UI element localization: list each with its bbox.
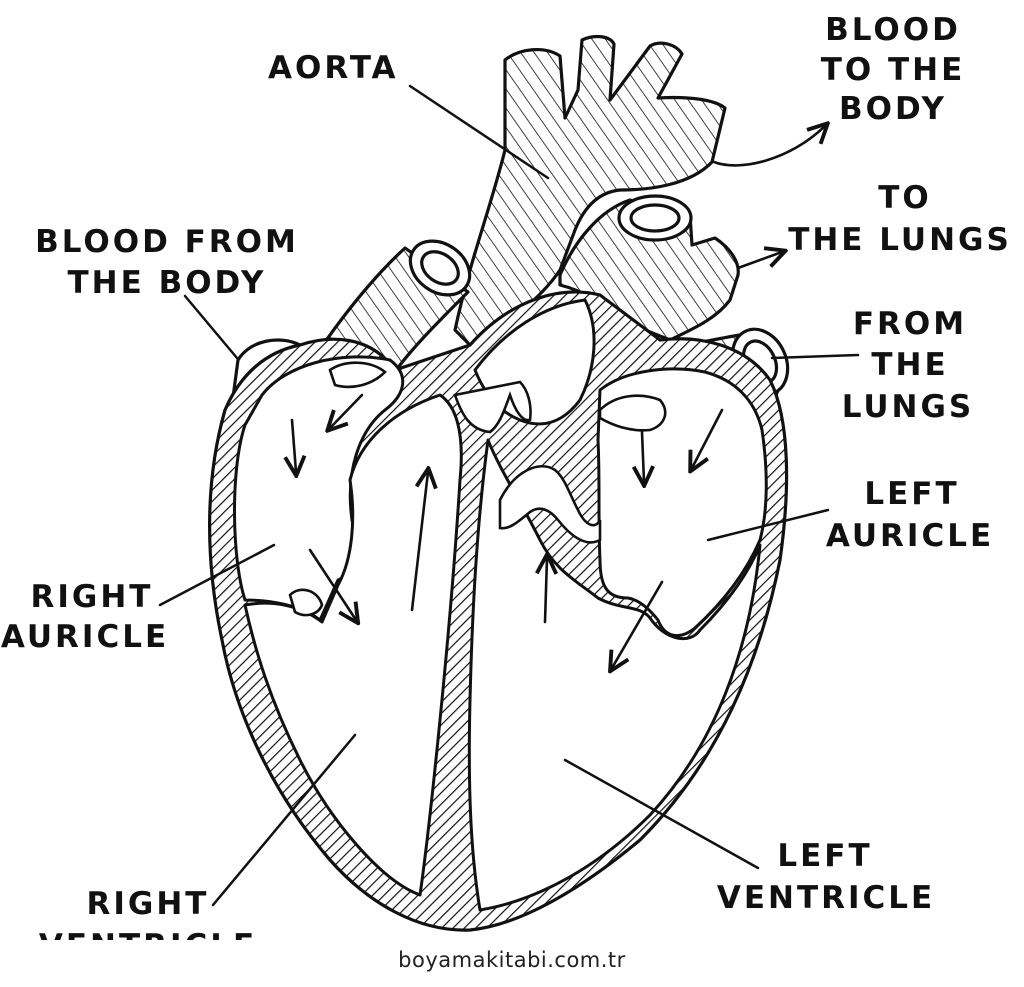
flow-arrow-right-ventricle-in <box>308 548 356 620</box>
flow-arrow-to-lungs <box>736 252 782 270</box>
label-left-auricle-line-1: LEFT <box>864 476 959 512</box>
right-ventricle-chamber <box>243 393 463 897</box>
label-left-auricle-line-2: AURICLE <box>826 518 994 554</box>
leader-left-auricle <box>706 508 830 542</box>
leader-blood-from-body <box>183 294 239 360</box>
label-blood-from-body-line-1: BLOOD FROM <box>35 224 299 260</box>
flow-arrow-left-ventricle-in <box>612 580 664 668</box>
label-blood-to-body-line-3: BODY <box>839 91 947 127</box>
leader-left-ventricle <box>563 758 760 870</box>
site-footer: boyamakitabi.com.tr <box>0 948 1024 972</box>
label-right-ventricle-line-2: VENTRICLE <box>39 928 257 940</box>
leader-lines <box>158 84 860 907</box>
pulmonary-valve <box>328 361 387 389</box>
mitral-valve <box>498 464 602 544</box>
flow-arrow-right-auricle-2 <box>330 393 364 428</box>
leader-from-lungs <box>770 353 860 360</box>
label-blood-to-body-line-1: BLOOD <box>825 12 961 48</box>
label-to-lungs-line-1: TO <box>878 180 932 216</box>
valves <box>288 361 667 617</box>
aorta <box>453 34 727 347</box>
footer-site-url: boyamakitabi.com.tr <box>398 948 626 972</box>
label-aorta: AORTA <box>268 50 399 86</box>
flow-arrow-right-ventricle-up <box>410 472 428 612</box>
aortic-valve <box>453 380 532 434</box>
label-from-lungs-line-1: FROM <box>853 306 967 342</box>
flow-arrow-left-ventricle-up <box>545 558 547 624</box>
flow-arrow-left-auricle-2 <box>692 408 724 468</box>
label-from-lungs-line-3: LUNGS <box>842 389 975 425</box>
label-left-ventricle-line-1: LEFT <box>777 838 872 874</box>
heart-diagram: AORTA BLOOD TO THE BODY BLOOD FROM THE B… <box>1 12 1012 940</box>
label-to-lungs-line-2: THE LUNGS <box>788 222 1012 258</box>
flow-arrow-left-auricle-1 <box>642 430 644 482</box>
label-blood-to-body-line-2: TO THE <box>821 52 966 88</box>
label-right-auricle-line-1: RIGHT <box>31 579 154 615</box>
leader-aorta <box>408 84 550 180</box>
tricuspid-valve <box>288 588 324 617</box>
left-auricle-flap <box>598 394 667 432</box>
vena-cava-inner <box>420 250 460 286</box>
flow-arrow-right-auricle-1 <box>292 418 296 472</box>
left-auricle-chamber <box>596 367 768 637</box>
flow-arrows <box>292 126 825 668</box>
label-right-auricle-line-2: AURICLE <box>1 619 169 655</box>
label-from-lungs-line-2: THE <box>871 347 948 383</box>
pulmonary-artery-inner <box>629 203 681 233</box>
flow-arrow-blood-to-body <box>712 126 825 167</box>
leader-right-ventricle <box>211 733 357 907</box>
label-right-ventricle-line-1: RIGHT <box>87 886 210 922</box>
label-blood-from-body-line-2: THE BODY <box>68 265 267 301</box>
text-labels: AORTA BLOOD TO THE BODY BLOOD FROM THE B… <box>1 12 1012 940</box>
label-left-ventricle-line-2: VENTRICLE <box>717 880 935 916</box>
leader-right-auricle <box>158 543 276 607</box>
